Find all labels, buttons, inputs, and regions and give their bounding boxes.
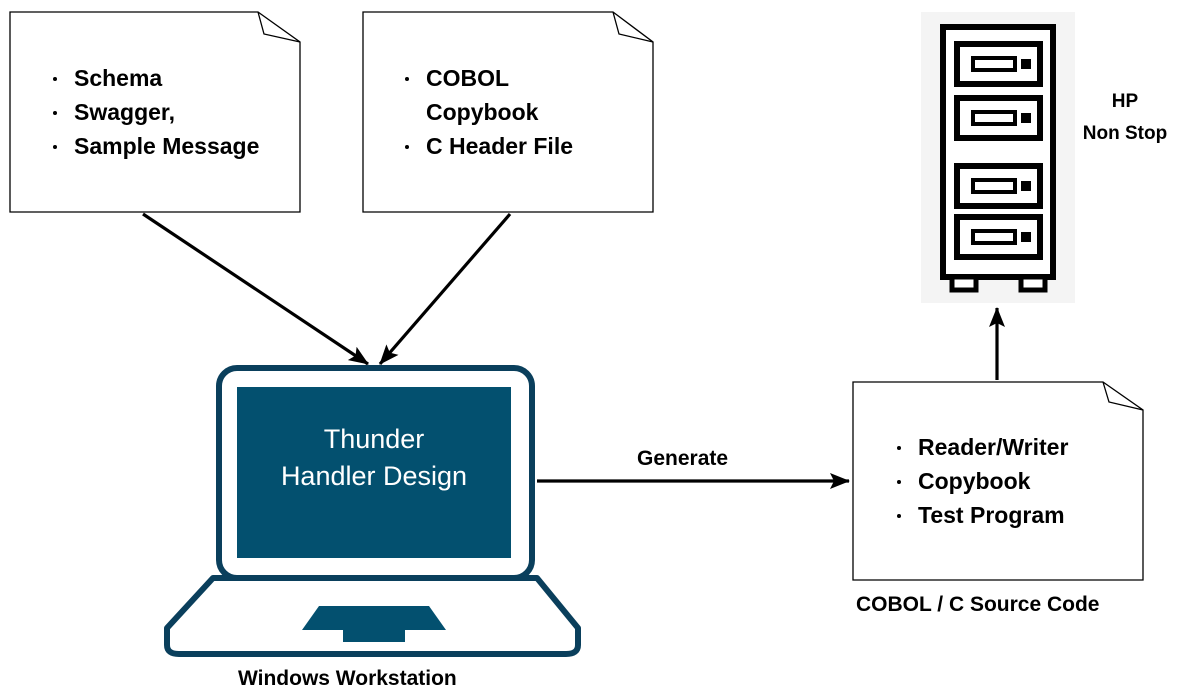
screen-title-line2: Handler Design [280, 461, 468, 491]
list-item: Swagger, [48, 95, 259, 129]
server-label: HP Non Stop [1080, 86, 1170, 150]
generate-label: Generate [637, 447, 729, 470]
input-schema-document [9, 11, 301, 213]
workstation-caption: Windows Workstation [238, 667, 457, 690]
screen-title: Thunder Handler Design [237, 421, 511, 495]
input-copybook-document [362, 11, 654, 213]
list-item: Schema [48, 61, 259, 95]
laptop-screen [237, 387, 511, 558]
arrow-copybook-to-workstation [378, 212, 512, 366]
server-rack-icon [921, 12, 1075, 303]
list-item: Sample Message [48, 129, 259, 163]
list-item: Test Program [892, 498, 1068, 532]
list-item: Copybook [892, 464, 1068, 498]
arrow-schema-to-workstation [142, 212, 369, 366]
list-item: C Header File [400, 129, 573, 163]
input-schema-list: Schema Swagger, Sample Message [48, 61, 259, 163]
server-label-line1: HP [1111, 91, 1139, 112]
input-copybook-list: COBOL Copybook C Header File [400, 61, 573, 163]
output-source-list: Reader/Writer Copybook Test Program [892, 430, 1068, 532]
server-label-line2: Non Stop [1082, 123, 1168, 144]
trackpad [302, 606, 446, 630]
output-caption: COBOL / C Source Code [856, 593, 1100, 616]
list-item-text: Copybook [426, 99, 539, 125]
output-source-document [852, 381, 1144, 581]
laptop-icon [164, 365, 581, 657]
list-item: Reader/Writer [892, 430, 1068, 464]
list-item: COBOL [400, 61, 573, 95]
list-item-continuation: Copybook [400, 95, 573, 129]
screen-title-line1: Thunder [323, 424, 425, 454]
